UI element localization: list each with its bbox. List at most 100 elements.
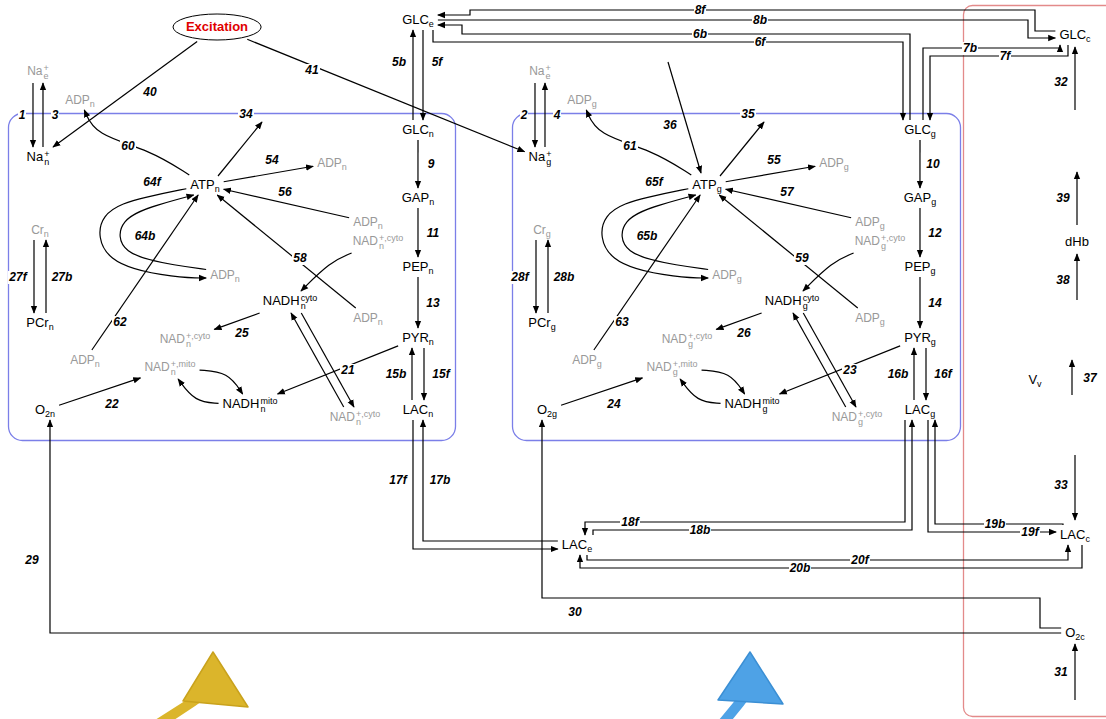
node-text: LACg [905, 402, 935, 417]
reaction-number: 20b [789, 562, 812, 575]
cofactor-label: Crn [29, 222, 51, 238]
metabolite-label: LACc [1058, 527, 1092, 543]
flux-arrow [1071, 360, 1072, 395]
reaction-number: 37 [1082, 372, 1097, 385]
reaction-arrow [42, 83, 43, 147]
cofactor-label: Crg [531, 222, 553, 238]
node-text: NADg+,cyto [855, 234, 906, 248]
reaction-arrow [594, 195, 700, 350]
reaction-number: 24 [606, 398, 621, 411]
cofactor-label: ADPn [351, 214, 385, 230]
metabolite-label: GLCg [902, 122, 938, 138]
reaction-arrow [413, 420, 558, 549]
metabolite-label: O2n [33, 402, 57, 418]
reaction-number: 5f [431, 56, 444, 69]
node-text: O2n [35, 402, 55, 417]
reaction-arrow [291, 313, 344, 407]
metabolite-label: NADHgcyto [763, 293, 821, 311]
reaction-number: 29 [24, 554, 39, 567]
reaction-arrow [935, 420, 1063, 525]
reaction-number: 34 [238, 108, 253, 121]
node-text: ADPn [210, 268, 240, 282]
node-text: LACn [403, 402, 433, 417]
node-text: NADg+,cyto [832, 410, 883, 424]
reaction-number: 7b [962, 42, 978, 55]
reaction-number: 38 [1055, 274, 1070, 287]
node-text: NADHgcyto [765, 293, 819, 308]
reaction-number: 35 [740, 108, 755, 121]
reaction-number: 8b [752, 14, 768, 27]
reaction-number: 27b [51, 271, 74, 284]
reaction-number: 23 [842, 364, 857, 377]
reaction-arrow [422, 30, 423, 120]
reaction-arrow [930, 45, 1068, 120]
reaction-arrow [178, 379, 218, 403]
reaction-arrow [719, 195, 857, 308]
blue-hand-arrowhead [718, 652, 783, 704]
reaction-arrow [433, 30, 903, 120]
flux-arrow [720, 122, 764, 176]
reaction-arrow [726, 166, 815, 181]
reaction-arrow [585, 420, 905, 535]
reaction-arrow [919, 140, 920, 188]
reaction-arrow [919, 208, 920, 257]
reaction-arrow [32, 83, 33, 147]
reaction-arrow [534, 83, 535, 147]
reaction-number: 59 [794, 252, 809, 265]
reaction-arrow [542, 420, 1061, 628]
reaction-number: 63 [614, 316, 629, 329]
reaction-arrow [793, 313, 846, 407]
reaction-arrow [587, 545, 1068, 560]
reaction-number: 41 [304, 64, 319, 77]
node-text: ATPn [190, 177, 219, 192]
cofactor-label: ADPg [710, 267, 744, 283]
reaction-number: 21 [340, 364, 355, 377]
node-text: NADn+,mito [144, 360, 195, 374]
cofactor-label: NADn+,cyto [328, 409, 383, 427]
reaction-number: 26 [736, 327, 751, 340]
reaction-number: 14 [927, 297, 942, 310]
cofactor-label: ADPg [853, 214, 887, 230]
reaction-number: 64b [134, 230, 157, 243]
node-text: NADn+,cyto [160, 332, 211, 346]
node-text: PEPg [904, 259, 935, 274]
reaction-number: 13 [425, 297, 440, 310]
node-text: Vv [1028, 372, 1041, 387]
node-text: GAPg [904, 190, 936, 205]
cofactor-label: Nae+ [527, 63, 553, 81]
metabolite-label: PYRg [902, 330, 938, 346]
node-text: ADPn [70, 353, 100, 367]
reaction-arrow [120, 195, 206, 269]
node-text: Nae+ [529, 64, 551, 78]
node-text: dHb [1065, 234, 1089, 249]
cofactor-label: ADPg [565, 92, 599, 108]
reaction-arrow [301, 253, 352, 291]
node-text: NADg+,mito [646, 360, 697, 374]
node-text: PCrn [26, 315, 53, 330]
flux-arrow [1074, 455, 1075, 520]
reaction-arrow [780, 346, 901, 394]
reaction-number: 30 [567, 606, 582, 619]
cofactor-label: ADPg [570, 352, 604, 368]
metabolite-label: O2c [1063, 625, 1087, 641]
reaction-arrow [925, 348, 926, 400]
reaction-arrow [803, 313, 856, 407]
reaction-number: 39 [1055, 192, 1070, 205]
ellipse-outline [173, 14, 261, 40]
metabolite-label: LACe [560, 537, 594, 553]
reaction-number: 65b [636, 230, 659, 243]
reaction-number: 56 [277, 186, 292, 199]
yellow-hand-arrowhead [183, 652, 248, 707]
node-text: PYRg [904, 330, 936, 345]
stimulus-ellipse: Excitation [172, 13, 262, 41]
reaction-arrow [913, 348, 914, 400]
reaction-number: 62 [112, 316, 127, 329]
node-text: LACc [1060, 527, 1090, 542]
cofactor-label: ADPn [63, 92, 97, 108]
cofactor-label: ADPg [817, 155, 851, 171]
reaction-number: 16f [933, 368, 952, 381]
node-text: ATPg [692, 177, 721, 192]
node-text: O2g [537, 402, 557, 417]
reaction-number: 10 [925, 158, 940, 171]
metabolite-label: PYRn [400, 330, 436, 346]
